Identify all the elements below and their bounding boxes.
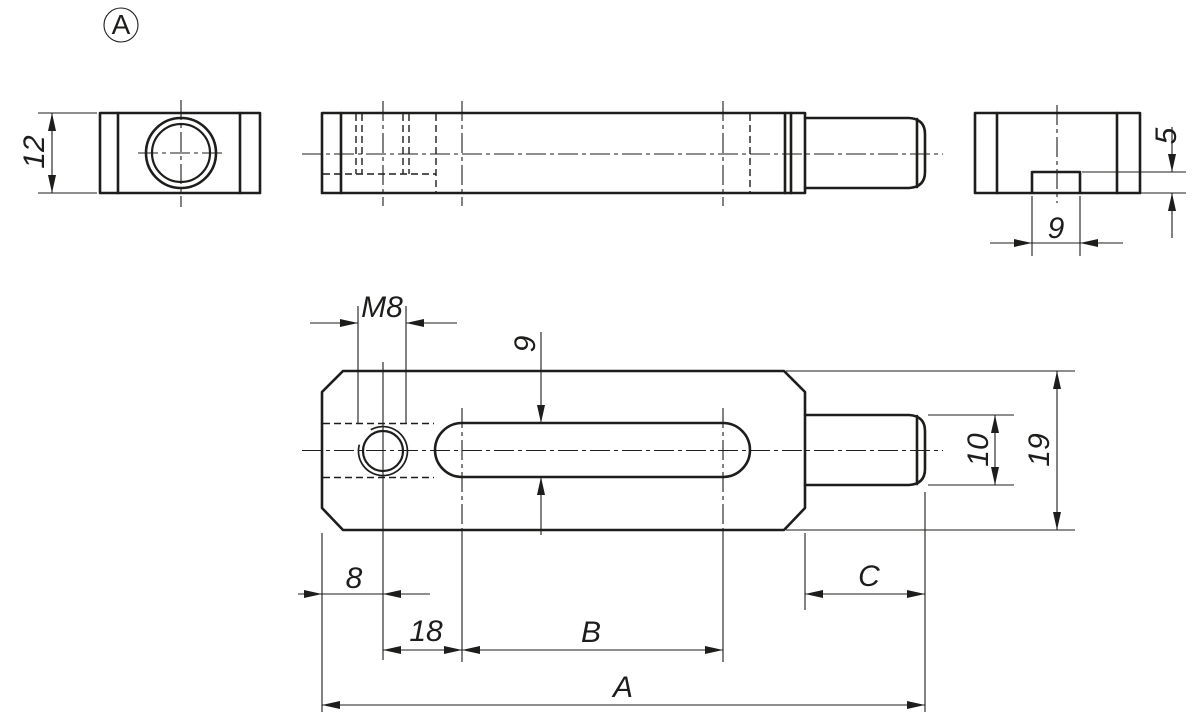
view-label-text: A <box>112 9 131 40</box>
dim-m8-label: M8 <box>361 291 403 324</box>
side-view-centerlines <box>302 101 943 206</box>
dim-b-label: B <box>581 616 601 649</box>
top-view-outline <box>320 369 807 532</box>
end-view-right-chamfer-edges <box>995 111 1119 195</box>
groove-hidden-lines <box>323 422 434 479</box>
side-view-chamfer-edges <box>339 111 793 195</box>
dim-8-label: 8 <box>346 562 363 595</box>
end-view-left: 12 <box>18 100 262 207</box>
dim-12-extension-lines <box>38 112 97 194</box>
end-view-right: 5 9 <box>973 105 1186 256</box>
dim-10-extension-lines <box>928 414 1014 486</box>
dim-12-arrows <box>48 113 56 193</box>
dim-12-label: 12 <box>18 135 51 169</box>
dim-c-label: C <box>858 560 880 593</box>
dim-5-label: 5 <box>1150 127 1183 144</box>
m8-thread-arc <box>357 425 409 477</box>
dim-m8-extension-lines <box>357 306 407 424</box>
notch-outline <box>1030 170 1082 195</box>
view-label-circle <box>103 7 139 43</box>
view-label: A <box>103 7 139 43</box>
end-view-left-chamfer-edges <box>116 111 242 195</box>
dim-9-slot-label: 9 <box>509 335 542 352</box>
side-view-outline <box>320 111 807 195</box>
dim-9-notch-label: 9 <box>1048 212 1065 245</box>
end-view-left-centerlines <box>138 100 226 207</box>
side-view-hidden-lines <box>323 114 751 192</box>
dim-5-arrows <box>1168 154 1176 211</box>
top-view-extension-lines <box>321 362 926 712</box>
dim-a-label: A <box>611 671 633 704</box>
dim-19-label: 19 <box>1023 433 1056 467</box>
dim-19-extension-lines <box>786 370 1075 531</box>
dim-m8-arrows <box>340 319 424 327</box>
top-view-centerlines <box>302 408 943 530</box>
side-view <box>302 101 943 206</box>
end-view-left-outline <box>98 111 262 195</box>
dim-10-arrows <box>991 415 999 485</box>
side-view-stud <box>803 116 927 190</box>
dim-5-extension-lines <box>1082 171 1186 194</box>
dim-9-notch-extension-lines <box>1031 196 1081 256</box>
dim-18-arrows <box>383 646 462 654</box>
dim-9-notch-arrows <box>1014 239 1098 247</box>
top-view: M8 9 10 19 8 18 B C A <box>298 291 1075 712</box>
dim-10-label: 10 <box>962 433 995 467</box>
dim-9-slot-arrows <box>537 405 545 495</box>
dim-18-label: 18 <box>409 615 443 648</box>
dim-19-arrows <box>1053 371 1061 530</box>
